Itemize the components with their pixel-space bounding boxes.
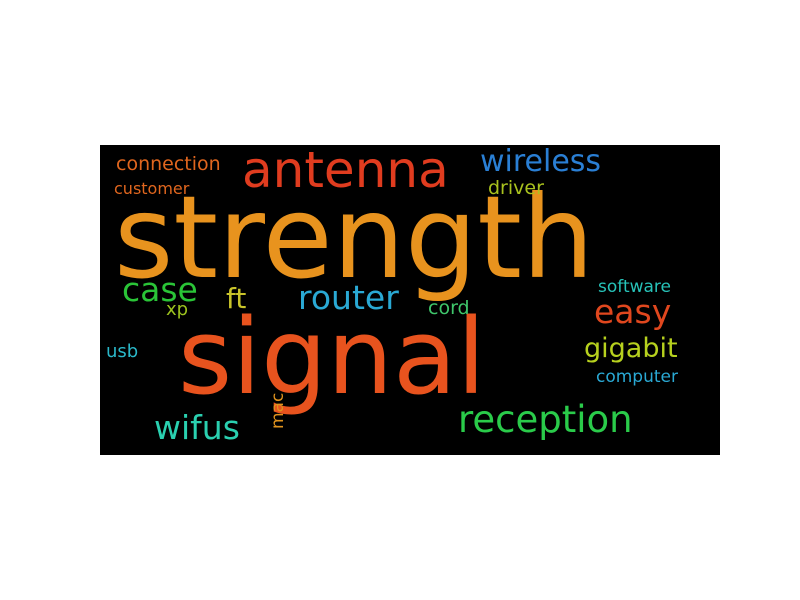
word-ft: ft xyxy=(226,282,247,315)
word-router: router xyxy=(298,278,399,317)
word-computer: computer xyxy=(596,367,678,387)
word-mac: mac xyxy=(268,392,288,429)
word-easy: easy xyxy=(594,292,672,331)
word-wireless: wireless xyxy=(480,145,602,179)
word-gigabit: gigabit xyxy=(584,333,678,364)
word-xp: xp xyxy=(166,299,189,320)
word-case: case xyxy=(122,270,198,309)
word-driver: driver xyxy=(488,177,544,199)
word-usb: usb xyxy=(106,341,139,362)
word-connection: connection xyxy=(116,153,221,175)
word-software: software xyxy=(598,277,672,297)
word-customer: customer xyxy=(114,179,190,198)
word-wifus: wifus xyxy=(154,408,240,447)
word-reception: reception xyxy=(458,398,633,441)
word-antenna: antenna xyxy=(242,145,449,199)
word-signal: signal xyxy=(178,296,486,418)
word-cord: cord xyxy=(428,297,470,319)
word-cloud: strength signal antenna wireless connect… xyxy=(100,145,720,455)
word-strength: strength xyxy=(114,171,595,304)
